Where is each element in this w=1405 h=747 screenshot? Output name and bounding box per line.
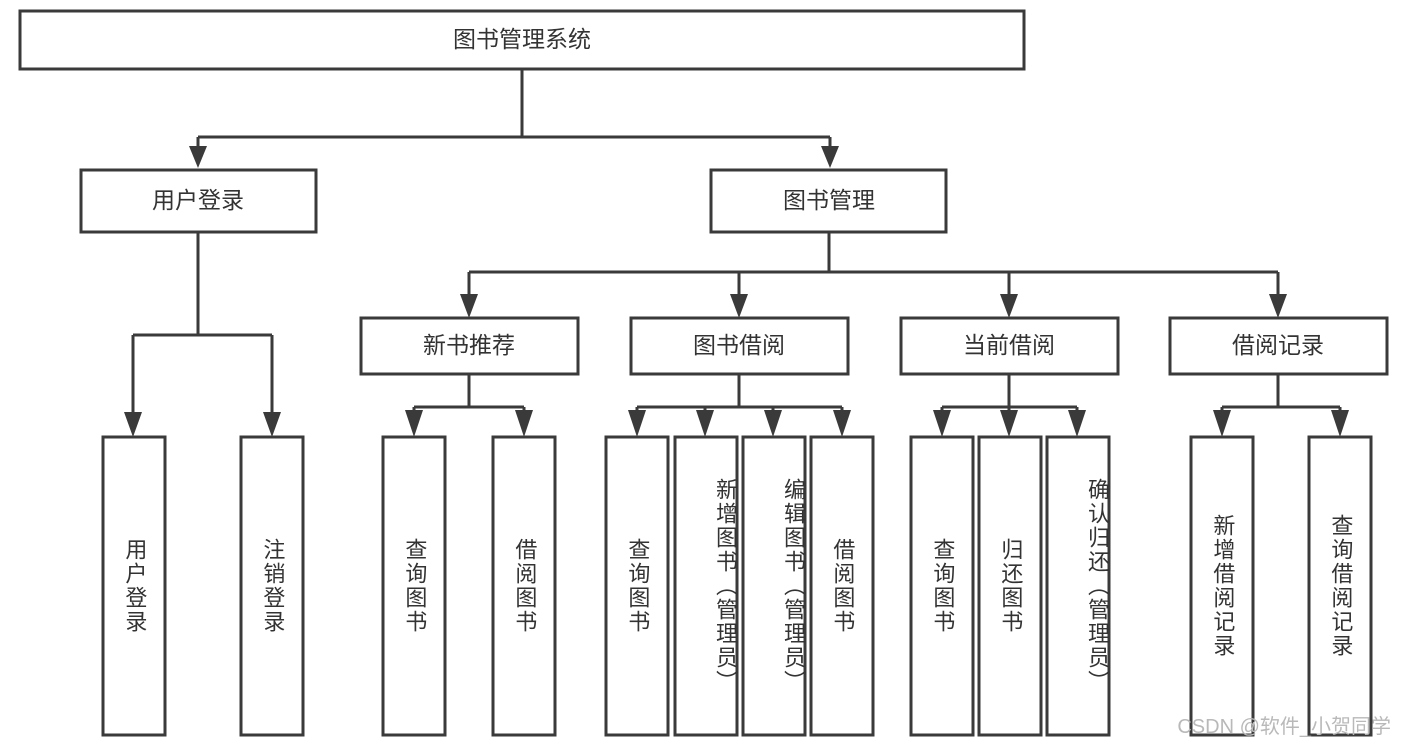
arrow-head-to-new-book: [460, 294, 478, 318]
leaf-box-book-borrow-3[interactable]: [741, 435, 807, 737]
leaf-box-user-login-2[interactable]: [239, 435, 305, 737]
leaf-box-borrow-record-1[interactable]: [1189, 435, 1255, 737]
leaf-box-book-borrow-4[interactable]: [809, 435, 875, 737]
node-book-borrow[interactable]: 图书借阅: [629, 316, 850, 376]
node-root-system[interactable]: 图书管理系统: [18, 9, 1026, 71]
arrow-head-leaf-book-borrow-4: [833, 410, 851, 437]
arrow-head-to-current-borrow: [1000, 294, 1018, 318]
arrow-head-to-book-manage: [821, 146, 839, 168]
node-borrow-record-label: 借阅记录: [1232, 332, 1324, 358]
arrow-head-leaf-borrow-record-2: [1331, 410, 1349, 437]
arrow-head-leaf-current-borrow-2: [1000, 410, 1018, 437]
arrow-head-leaf-user-login-2: [263, 412, 281, 437]
node-current-borrow-label: 当前借阅: [963, 332, 1055, 358]
node-new-book-recommend-label: 新书推荐: [423, 332, 515, 358]
leaf-box-current-borrow-2[interactable]: [977, 435, 1043, 737]
leaf-box-borrow-record-2[interactable]: [1307, 435, 1373, 737]
node-book-manage-box[interactable]: [709, 168, 948, 234]
node-current-borrow-box[interactable]: [899, 316, 1120, 376]
arrow-head-to-user-login: [189, 146, 207, 168]
node-book-borrow-box[interactable]: [629, 316, 850, 376]
node-new-book-recommend[interactable]: 新书推荐: [359, 316, 580, 376]
arrow-head-leaf-user-login-1: [124, 412, 142, 437]
leaf-box-new-book-1[interactable]: [381, 435, 447, 737]
node-new-book-recommend-box[interactable]: [359, 316, 580, 376]
node-current-borrow[interactable]: 当前借阅: [899, 316, 1120, 376]
arrow-head-leaf-current-borrow-1: [933, 410, 951, 437]
arrow-head-to-borrow-record: [1269, 294, 1287, 318]
arrow-head-leaf-book-borrow-3: [764, 410, 782, 437]
leaf-box-user-login-1[interactable]: [101, 435, 167, 737]
arrow-head-leaf-new-book-1: [405, 410, 423, 437]
node-book-manage[interactable]: 图书管理: [709, 168, 948, 234]
arrow-head-leaf-current-borrow-3: [1068, 410, 1086, 437]
arrow-head-leaf-new-book-2: [515, 410, 533, 437]
csdn-watermark: CSDN @软件_小贺同学: [1177, 716, 1391, 738]
node-borrow-record[interactable]: 借阅记录: [1168, 316, 1389, 376]
arrow-head-to-book-borrow: [730, 294, 748, 318]
leaf-box-current-borrow-3[interactable]: [1045, 435, 1111, 737]
node-book-manage-label: 图书管理: [783, 187, 875, 213]
node-book-borrow-label: 图书借阅: [693, 332, 785, 358]
node-root-system-label: 图书管理系统: [453, 26, 591, 52]
node-root-system-box[interactable]: [18, 9, 1026, 71]
arrow-head-leaf-book-borrow-1: [628, 410, 646, 437]
leaf-box-book-borrow-2[interactable]: [673, 435, 739, 737]
leaf-box-current-borrow-1[interactable]: [909, 435, 975, 737]
node-user-login[interactable]: 用户登录: [79, 168, 318, 234]
node-borrow-record-box[interactable]: [1168, 316, 1389, 376]
leaf-box-book-borrow-1[interactable]: [604, 435, 670, 737]
arrow-head-leaf-borrow-record-1: [1213, 410, 1231, 437]
node-user-login-label: 用户登录: [152, 187, 244, 213]
leaf-box-new-book-2[interactable]: [491, 435, 557, 737]
arrow-head-leaf-book-borrow-2: [696, 410, 714, 437]
